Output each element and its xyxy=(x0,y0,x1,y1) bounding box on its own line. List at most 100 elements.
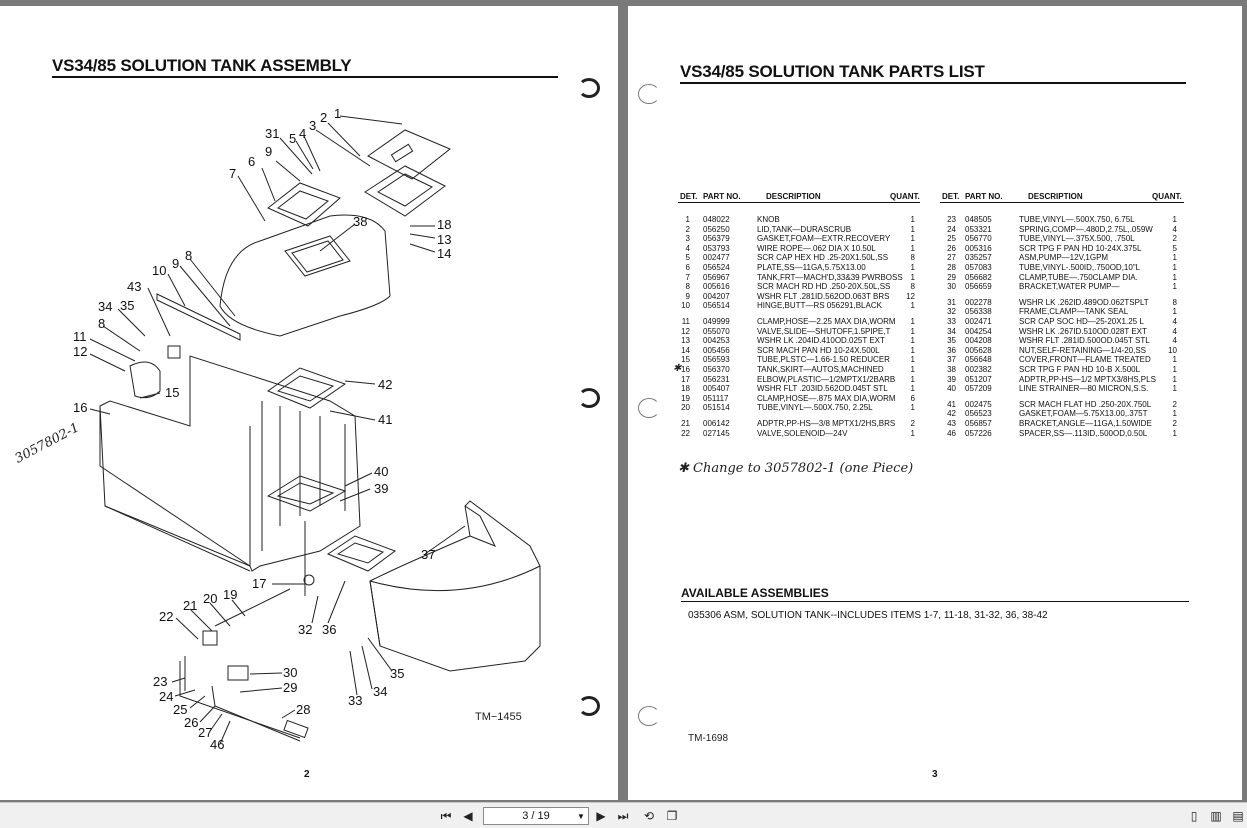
description-cell: PLATE,SS—11GA,5.75X13.00 xyxy=(757,263,866,272)
det-cell: 2 xyxy=(685,224,690,234)
page-number: 3 xyxy=(932,769,938,780)
det-cell: 5 xyxy=(685,253,690,263)
quant-cell: 1 xyxy=(910,403,915,413)
description-cell: TANK,FRT—MACH'D,33&39 PWRBOSS xyxy=(757,272,903,282)
det-cell: 12 xyxy=(681,326,690,336)
quant-cell: 1 xyxy=(1172,374,1177,384)
scroll-icon[interactable]: ▤ xyxy=(1232,809,1244,823)
copy-icon[interactable]: ❐ xyxy=(666,809,678,823)
quant-cell: 1 xyxy=(1172,263,1177,272)
callout-37: 37 xyxy=(421,547,436,562)
part-no-cell: 056523 xyxy=(965,409,992,419)
quant-cell: 1 xyxy=(910,224,915,234)
part-no-cell: 057209 xyxy=(965,384,992,394)
description-cell: TUBE,VINYL—.500X.750, 6.75L xyxy=(1019,215,1135,224)
prev-page-icon[interactable]: ◀ xyxy=(463,809,473,823)
left-page: VS34/85 SOLUTION TANK ASSEMBLY xyxy=(0,6,618,800)
callout-6: 6 xyxy=(248,154,256,169)
two-page-icon[interactable]: ▥ xyxy=(1210,809,1222,823)
quant-cell: 4 xyxy=(1172,326,1177,336)
description-cell: SCR MACH FLAT HD .250-20X.750L xyxy=(1019,399,1152,409)
next-page-icon[interactable]: ▶ xyxy=(596,809,606,823)
det-cell: 35 xyxy=(947,336,956,346)
part-no-cell: 004253 xyxy=(703,336,730,346)
det-cell: 10 xyxy=(681,301,690,311)
header-description-2: DESCRIPTION xyxy=(1028,192,1083,201)
description-cell: BRACKET,ANGLE—11GA,1.50WIDE xyxy=(1019,419,1152,428)
det-cell: 28 xyxy=(947,263,956,272)
page-indicator: 3 / 19 xyxy=(522,810,550,822)
part-no-cell: 027145 xyxy=(703,428,730,438)
part-no-cell: 057226 xyxy=(965,428,992,438)
description-cell: WSHR FLT .281ID.562OD.063T BRS xyxy=(757,291,890,301)
part-no-cell: 035257 xyxy=(965,253,992,263)
quant-cell: 8 xyxy=(910,253,915,263)
part-no-cell: 056593 xyxy=(703,355,730,365)
quant-cell: 10 xyxy=(1168,345,1177,355)
quant-cell: 8 xyxy=(910,282,915,292)
det-cell: 25 xyxy=(947,234,956,244)
quant-cell: 1 xyxy=(910,336,915,346)
rotate-icon[interactable]: ⟲ xyxy=(643,809,655,823)
description-cell: SCR TPG F PAN HD 10-24X.375L xyxy=(1019,243,1142,253)
single-page-icon[interactable]: ▯ xyxy=(1190,809,1198,823)
callout-35b: 35 xyxy=(390,666,405,681)
quant-cell: 1 xyxy=(910,317,915,326)
quant-cell: 2 xyxy=(1172,234,1177,244)
det-cell: 24 xyxy=(947,224,956,234)
description-cell: WSHR LK .267ID.510OD.028T EXT xyxy=(1019,326,1147,336)
det-cell: 42 xyxy=(947,409,956,419)
quant-cell: 1 xyxy=(910,272,915,282)
callout-38: 38 xyxy=(353,214,368,229)
tm-code: TM−1455 xyxy=(475,711,522,723)
callout-13: 13 xyxy=(437,232,452,247)
quant-cell: 1 xyxy=(1172,384,1177,394)
det-cell: 38 xyxy=(947,365,956,374)
part-no-cell: 002382 xyxy=(965,365,992,374)
det-cell: 15 xyxy=(681,355,690,365)
assembly-line: 035306 ASM, SOLUTION TANK--INCLUDES ITEM… xyxy=(688,610,1048,621)
det-cell: 32 xyxy=(947,307,956,317)
callout-1: 1 xyxy=(334,106,342,121)
title-rule xyxy=(52,76,558,78)
last-page-icon[interactable]: ⏭ xyxy=(617,808,629,823)
description-cell: SCR MACH PAN HD 10-24X.500L xyxy=(757,345,880,355)
quant-cell: 2 xyxy=(1172,399,1177,409)
part-no-cell: 056338 xyxy=(965,307,992,317)
part-no-cell: 004254 xyxy=(965,326,992,336)
callout-42: 42 xyxy=(378,377,393,392)
callout-28: 28 xyxy=(296,702,311,717)
callout-35: 35 xyxy=(120,298,135,313)
det-cell: 11 xyxy=(681,317,690,326)
callout-31: 31 xyxy=(265,126,280,141)
callout-16: 16 xyxy=(73,400,88,415)
description-cell: BRACKET,WATER PUMP— xyxy=(1019,282,1120,292)
description-cell: COVER,FRONT—FLAME TREATED xyxy=(1019,355,1151,365)
header-det-2: DET. xyxy=(942,192,960,201)
callout-39: 39 xyxy=(374,481,389,496)
det-cell: 23 xyxy=(947,215,956,224)
part-no-cell: 056514 xyxy=(703,301,730,311)
callout-14: 14 xyxy=(437,246,452,261)
quant-cell: 12 xyxy=(906,291,915,301)
callout-20: 20 xyxy=(203,591,218,606)
description-cell: KNOB xyxy=(757,215,780,224)
description-cell: FRAME,CLAMP—TANK SEAL xyxy=(1019,307,1129,317)
part-no-cell: 056250 xyxy=(703,224,730,234)
description-cell: TUBE,PLSTC—1.66-1.50 REDUCER xyxy=(757,355,890,365)
det-cell: 37 xyxy=(947,355,956,365)
quant-cell: 1 xyxy=(910,384,915,394)
binder-hole-icon xyxy=(578,696,600,716)
det-cell: 7 xyxy=(685,272,690,282)
first-page-icon[interactable]: ⏮ xyxy=(440,808,452,823)
description-cell: WIRE ROPE—.062 DIA X 10.50L xyxy=(757,243,876,253)
part-no-cell: 056231 xyxy=(703,374,730,384)
page-selector[interactable]: 3 / 19 ▼ xyxy=(483,807,589,825)
callout-46: 46 xyxy=(210,737,225,752)
callout-12: 12 xyxy=(73,344,88,359)
callout-17: 17 xyxy=(252,576,267,591)
part-no-cell: 057083 xyxy=(965,263,992,272)
quant-cell: 4 xyxy=(1172,336,1177,346)
quant-cell: 1 xyxy=(1172,253,1177,263)
description-cell: SCR TPG F PAN HD 10-B X.500L xyxy=(1019,365,1141,374)
